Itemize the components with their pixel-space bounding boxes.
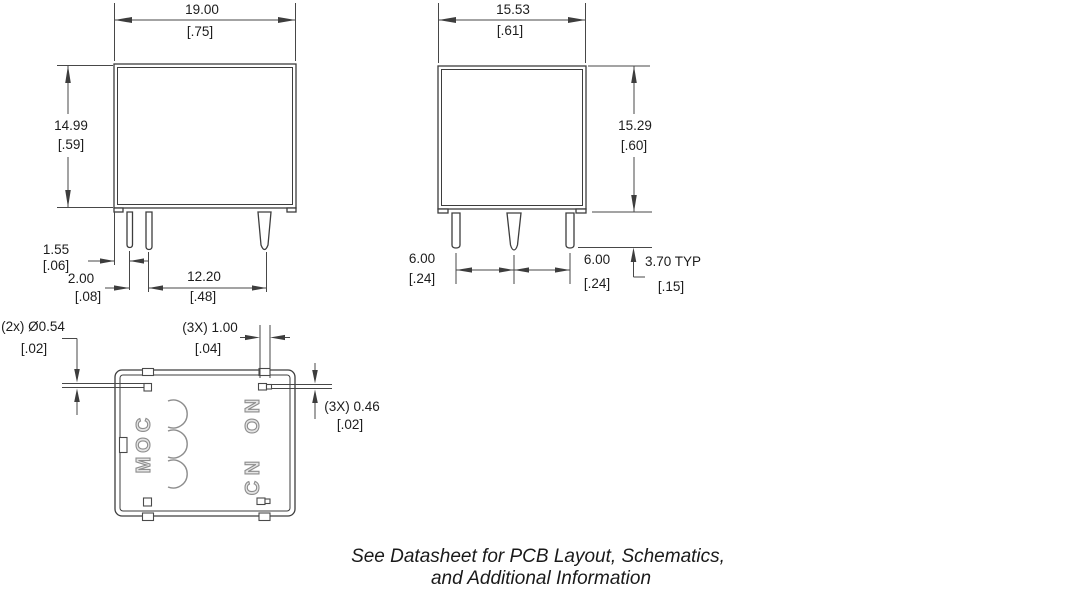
front-height-dimension [57, 65, 113, 208]
side-height-in: [.60] [620, 138, 648, 153]
side-pin-middle [506, 212, 522, 251]
datasheet-note-line2: and Additional Information [430, 568, 652, 589]
arrowhead-right [100, 258, 115, 264]
coil-pin-diameter-mm: (2x) Ø0.54 [1, 319, 65, 334]
front-right-foot [286, 207, 297, 213]
bottom-view [62, 325, 332, 522]
arrowhead-up [65, 65, 71, 83]
arrowhead-down [65, 190, 71, 208]
arrowhead-left [438, 17, 456, 23]
side-width-dimension [438, 3, 586, 63]
coil-pin-diameter-dimension [62, 338, 144, 415]
bottom-right-notch [258, 512, 271, 522]
coil-pin-mark-bottom-left [142, 497, 153, 507]
front-width-dimension [114, 3, 296, 61]
front-width-mm: 19.00 [185, 2, 219, 17]
contact-pin-thickness-in: [.02] [336, 417, 364, 432]
front-pin-span-in: [.48] [189, 289, 217, 304]
contact-pin-thickness-mm: (3X) 0.46 [324, 399, 380, 414]
no-pin-mark-stub [265, 383, 273, 390]
coil-symbol [167, 399, 188, 489]
side-width-in: [.61] [496, 23, 524, 38]
arrowhead-left [129, 258, 144, 264]
arrowhead-right [245, 334, 260, 341]
front-height-mm: 14.99 [54, 118, 88, 133]
front-coil-pin-pitch-in: [.08] [74, 289, 102, 304]
engraved-letter: M [132, 456, 155, 474]
no-pin-mark [257, 382, 268, 391]
side-width-mm: 15.53 [496, 2, 530, 17]
arrowhead-left [270, 334, 285, 341]
arrowhead-down [631, 195, 637, 212]
relay-body-side [437, 65, 587, 210]
front-pin-span-mm: 12.20 [187, 269, 221, 284]
arrowhead-up [630, 247, 637, 262]
bottom-left-notch [141, 512, 155, 522]
top-left-notch [141, 367, 155, 377]
engraved-letter: C [241, 480, 264, 496]
side-pin-gap-left-mm: 6.00 [408, 251, 436, 266]
front-coil-pin-2 [145, 211, 153, 251]
front-coil-pin-1 [126, 211, 134, 249]
side-pin-length-dimension [578, 247, 652, 278]
coil-pin-mark-top-left [143, 382, 153, 392]
relay-body-side-inner-line [441, 69, 583, 206]
arrowhead-left [114, 17, 132, 23]
arrowhead-down [74, 369, 80, 383]
front-edge-to-pin-mm: 1.55 [42, 242, 70, 257]
arrowhead-left [514, 267, 529, 273]
side-height-dimension [588, 65, 652, 213]
com-pin-mark [118, 436, 128, 454]
contact-pin-width-mm: (3X) 1.00 [182, 320, 238, 335]
nc-pin-mark-stub [264, 498, 271, 505]
side-right-foot [575, 208, 587, 214]
contact-pin-thickness-dimension [271, 363, 332, 419]
coil-pin-diameter-in: [.02] [20, 341, 48, 356]
arrowhead-right [555, 267, 570, 273]
front-height-in: [.59] [57, 137, 85, 152]
side-pin-spacing-dimension [455, 253, 571, 284]
contact-pin-width-in: [.04] [194, 341, 222, 356]
front-left-foot [113, 207, 124, 213]
arrowhead-up [312, 389, 318, 403]
front-coil-pin-pitch-mm: 2.00 [67, 271, 95, 286]
side-pin-gap-right-mm: 6.00 [583, 252, 611, 267]
top-right-notch [258, 367, 271, 377]
side-pin-gap-left-in: [.24] [408, 271, 436, 286]
arrowhead-down [312, 370, 318, 384]
arrowhead-up [631, 66, 637, 83]
front-edge-to-pin-in: [.06] [42, 258, 70, 273]
arrowhead-right [568, 17, 586, 23]
relay-body-bottom [114, 369, 296, 517]
arrowhead-left [148, 285, 163, 291]
front-width-in: [.75] [186, 24, 214, 39]
side-pin-right [565, 212, 575, 249]
side-pin-length-in: [.15] [657, 279, 685, 294]
front-view [57, 3, 297, 292]
arrowhead-right [252, 285, 267, 291]
side-height-mm: 15.29 [618, 118, 652, 133]
side-pin-length-mm: 3.70 TYP [644, 254, 702, 269]
arrowhead-left [456, 267, 472, 273]
arrowhead-up [74, 388, 80, 402]
side-view [437, 3, 652, 284]
front-contact-pin [257, 211, 272, 251]
engraved-letter: O [241, 418, 264, 435]
datasheet-note-line1: See Datasheet for PCB Layout, Schematics… [351, 546, 725, 567]
relay-body-front-inner-line [117, 67, 293, 205]
side-pin-left [451, 212, 461, 249]
arrowhead-right [499, 267, 514, 273]
side-pin-gap-right-in: [.24] [583, 276, 611, 291]
arrowhead-right [278, 17, 296, 23]
arrowhead-right [114, 285, 130, 291]
relay-body-front [113, 63, 297, 209]
side-left-foot [437, 208, 449, 214]
front-pin-dimensions [88, 212, 267, 292]
contact-pin-width-dimension [240, 325, 290, 378]
